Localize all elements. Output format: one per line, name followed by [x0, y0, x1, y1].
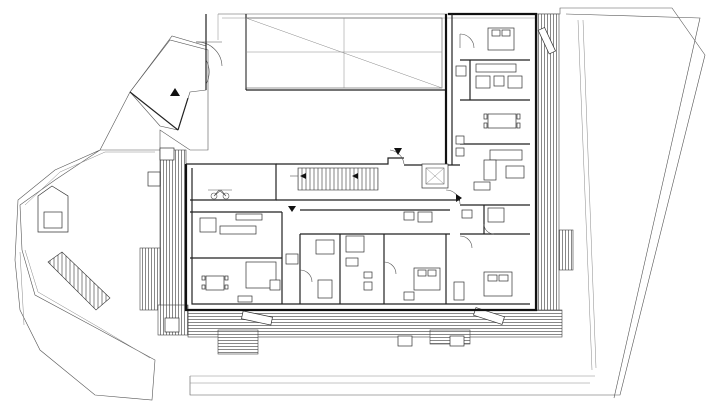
entry-arrow-icon — [170, 88, 180, 96]
west-garden — [14, 39, 209, 401]
corridor — [276, 199, 460, 223]
entrance-arrow-icon — [394, 148, 402, 155]
bedroom-south-east — [453, 233, 530, 301]
bathtub-icon — [345, 235, 365, 253]
deck-right — [536, 13, 574, 315]
central-bathrooms — [285, 233, 450, 304]
bicycle-icon — [213, 189, 227, 197]
east-dining — [460, 99, 530, 129]
east-living — [455, 135, 530, 191]
west-pavilion — [37, 147, 180, 333]
deck-left — [139, 149, 189, 336]
north-east-suite — [455, 27, 530, 100]
building-walls — [184, 12, 538, 312]
toilet-icon — [363, 281, 373, 291]
elevator — [421, 163, 462, 205]
entrance-walkway — [129, 14, 223, 131]
carport — [245, 17, 443, 89]
east-bathroom — [460, 204, 530, 235]
sofa-icon — [483, 159, 497, 181]
sun-lounger-icon — [241, 26, 557, 326]
sink-icon — [363, 271, 373, 279]
bedroom-south-center — [403, 234, 447, 304]
living-kitchen — [190, 211, 283, 304]
bicycle-storage — [208, 189, 232, 200]
south-steps — [397, 335, 465, 347]
dining-table-icon — [205, 275, 225, 291]
main-stair — [290, 148, 405, 191]
